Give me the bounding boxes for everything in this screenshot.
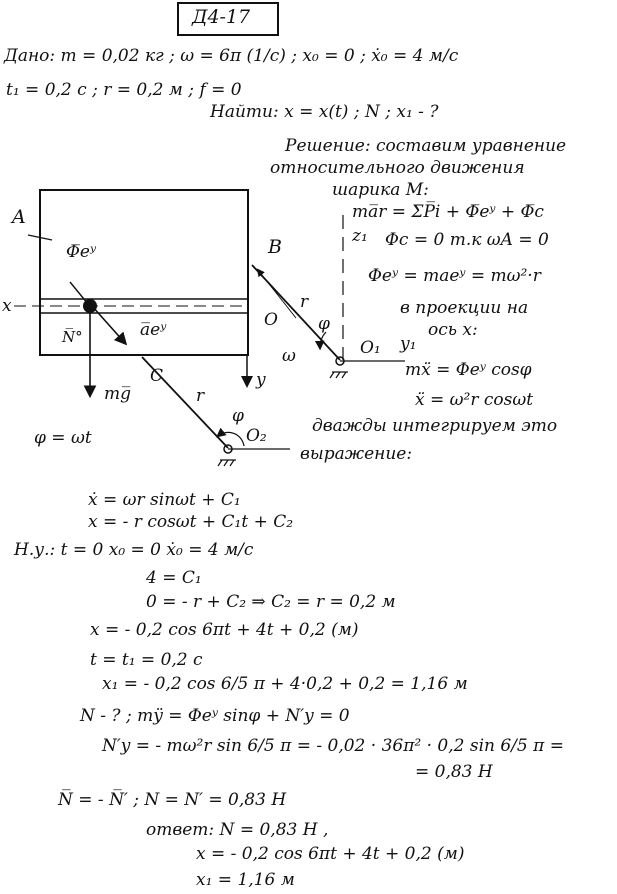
work-line-6: x = - 0,2 cos 6πt + 4t + 0,2 (м) — [90, 620, 359, 640]
solution-line-2: относительного движения — [270, 158, 525, 178]
label-phi1: φ — [232, 406, 244, 426]
label-omega: ω — [282, 346, 296, 366]
O2-angle-arc — [216, 427, 245, 447]
plate — [39, 189, 249, 356]
solution-line-7: в проекции на — [400, 298, 529, 318]
O1-support — [329, 371, 348, 379]
label-N0: N̅° — [62, 328, 83, 346]
given-line-2: t₁ = 0,2 c ; r = 0,2 м ; f = 0 — [6, 80, 242, 100]
label-A: A — [12, 206, 26, 228]
work-line-11: = 0,83 Н — [415, 762, 493, 782]
solution-line-1: Решение: составим уравнение — [285, 136, 567, 156]
solution-line-9: mẍ = Φeʸ cosφ — [405, 360, 532, 380]
solution-line-12: выражение: — [300, 444, 413, 464]
O2-support — [217, 459, 236, 467]
label-C: C — [150, 366, 164, 386]
solution-line-5: Φc = 0 т.к ωA = 0 — [385, 230, 549, 250]
label-phi-e: Φ̅eʸ — [66, 242, 97, 262]
label-ae: a̅eʸ — [140, 320, 167, 340]
work-line-10: N′y = - mω²r sin 6/5 π = - 0,02 · 36π² ·… — [102, 736, 564, 756]
work-line-5: 0 = - r + C₂ ⇒ C₂ = r = 0,2 м — [146, 592, 396, 612]
O1-angle-arc — [314, 331, 327, 351]
work-line-7: t = t₁ = 0,2 c — [90, 650, 203, 670]
solution-line-8: ось x: — [428, 320, 478, 340]
given-line-1: Дано: m = 0,02 кг ; ω = 6π (1/c) ; x₀ = … — [4, 46, 459, 66]
work-line-4: 4 = C₁ — [146, 568, 202, 588]
label-O: O — [264, 310, 278, 330]
rod-C-O2 — [141, 356, 229, 449]
problem-title: Д4-17 — [192, 6, 251, 28]
work-line-8: x₁ = - 0,2 cos 6/5 π + 4·0,2 + 0,2 = 1,1… — [102, 674, 468, 694]
label-y1: y₁ — [400, 334, 417, 354]
label-z1: z₁ — [352, 226, 368, 246]
ae-vector — [69, 281, 89, 305]
label-O1: O₁ — [360, 338, 381, 358]
label-mg: mg̅ — [104, 384, 132, 404]
label-B: B — [268, 236, 282, 258]
solution-line-3: шарика М: — [332, 180, 429, 200]
solution-line-6: Φeʸ = maeʸ = mω²·r — [368, 266, 541, 286]
answer-x-t: x = - 0,2 cos 6πt + 4t + 0,2 (м) — [196, 844, 465, 864]
solution-line-4: ma̅r = ΣP̅i + Φ̅eʸ + Φ̅c — [352, 202, 544, 222]
solution-line-11: дважды интегрируем это — [312, 416, 558, 436]
work-line-1: ẋ = ωr sinωt + C₁ — [88, 490, 241, 510]
A-leader — [27, 234, 53, 241]
work-line-3: Н.у.: t = 0 x₀ = 0 ẋ₀ = 4 м/c — [14, 540, 254, 560]
r-arrow — [256, 268, 297, 319]
phi-e-vector — [91, 305, 128, 346]
answer-x1: x₁ = 1,16 м — [196, 870, 295, 890]
label-O2: O₂ — [246, 426, 267, 446]
label-phi2: φ — [318, 314, 330, 334]
work-line-9: N - ? ; mÿ = Φeʸ sinφ + N′y = 0 — [80, 706, 350, 726]
answer-line: ответ: N = 0,83 Н , — [146, 820, 329, 840]
find-line: Найти: x = x(t) ; N ; x₁ - ? — [210, 102, 439, 122]
title-box — [177, 2, 279, 36]
solution-line-10: ẍ = ω²r cosωt — [415, 390, 534, 410]
work-line-12: N̅ = - N̅′ ; N = N′ = 0,83 Н — [58, 790, 287, 810]
label-r2: r — [300, 292, 309, 312]
label-r1: r — [196, 386, 205, 406]
work-line-2: x = - r cosωt + C₁t + C₂ — [88, 512, 294, 532]
label-phi-omega-t: φ = ωt — [34, 428, 92, 448]
label-x: x — [2, 296, 12, 316]
label-y: y — [256, 370, 266, 390]
